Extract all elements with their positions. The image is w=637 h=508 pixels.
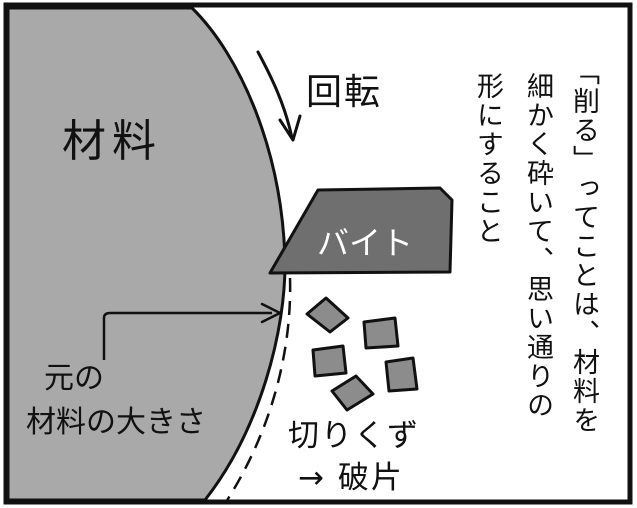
- chip: [384, 356, 419, 393]
- original-size-boundary: [224, 277, 292, 503]
- label-bite: バイト: [317, 224, 413, 262]
- chip: [305, 296, 350, 334]
- rotation-arrow: [256, 50, 294, 140]
- label-rotation: 回転: [306, 72, 382, 113]
- label-original-size-2: 材料の大きさ: [26, 405, 206, 440]
- label-original-size-1: 元の: [44, 361, 104, 396]
- rotation-arrowhead: [278, 114, 302, 142]
- chip: [311, 344, 348, 378]
- chip: [330, 374, 375, 412]
- chips-group: [305, 296, 419, 412]
- label-chips: 切りくず: [288, 418, 420, 454]
- chip: [362, 316, 400, 350]
- caption-column-2: 細かく砕いて、思い通りの: [522, 72, 553, 420]
- caption-column-3: 形にすること: [472, 72, 503, 246]
- original-size-leader: [102, 311, 272, 360]
- caption-column-1: 「削る」ってことは、材料を: [568, 58, 599, 435]
- label-material: 材料: [62, 116, 162, 167]
- label-fragments: → 破片: [298, 460, 404, 496]
- original-size-leader-arrowhead: [260, 302, 282, 324]
- bite-tool: [268, 186, 454, 275]
